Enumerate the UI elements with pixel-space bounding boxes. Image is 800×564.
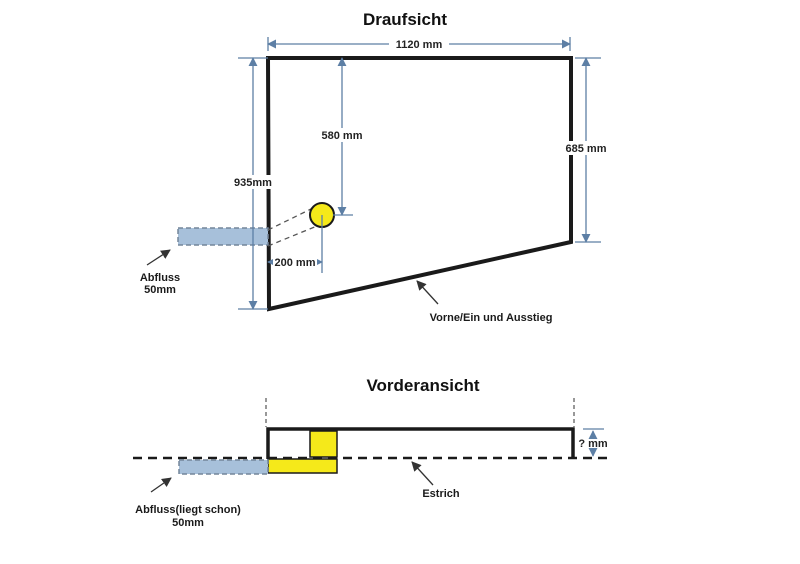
dim-height-right-label: 685 mm bbox=[566, 143, 607, 155]
dim-height-right: 685 mm bbox=[563, 57, 610, 243]
dim-height-unknown-label: ? mm bbox=[578, 438, 608, 450]
drain-callout-front-line2: 50mm bbox=[172, 517, 204, 529]
front-edge-callout: Vorne/Ein und Ausstieg bbox=[416, 280, 553, 324]
drain-callout-plan-line2: 50mm bbox=[144, 284, 176, 296]
dim-width-top: 1120 mm bbox=[267, 37, 571, 51]
dim-drain-from-left: 200 mm bbox=[267, 255, 323, 269]
front-view-title: Vorderansicht bbox=[366, 376, 479, 395]
pipe-connector-dash-bottom bbox=[267, 225, 318, 247]
basin-outline-front bbox=[266, 427, 575, 459]
front-view: Vorderansicht ? mm Estrich Abflus bbox=[133, 376, 608, 529]
drain-base-front bbox=[267, 458, 338, 474]
basin-outline-plan bbox=[265, 56, 573, 312]
screed-callout-label: Estrich bbox=[422, 488, 460, 500]
top-view-title: Draufsicht bbox=[363, 10, 447, 29]
front-edge-callout-label: Vorne/Ein und Ausstieg bbox=[430, 312, 553, 324]
screed-callout: Estrich bbox=[411, 461, 460, 500]
drain-pipe-front bbox=[178, 459, 269, 475]
drain-callout-plan-line1: Abfluss bbox=[140, 272, 180, 284]
drain-pipe-plan bbox=[177, 227, 269, 246]
dim-height-unknown: ? mm bbox=[578, 428, 608, 457]
dim-drain-from-top: 580 mm bbox=[318, 57, 366, 216]
drain-body-front bbox=[309, 430, 338, 458]
drain-callout-front-line1: Abfluss(liegt schon) bbox=[135, 504, 241, 516]
drain-callout-plan: Abfluss 50mm bbox=[140, 249, 180, 296]
dim-height-left-label: 935mm bbox=[234, 177, 272, 189]
pipe-connector-dash-top bbox=[267, 208, 312, 231]
dim-drain-from-left-label: 200 mm bbox=[275, 257, 316, 269]
drain-callout-front: Abfluss(liegt schon) 50mm bbox=[135, 477, 241, 529]
dim-width-top-label: 1120 mm bbox=[396, 39, 443, 51]
dim-height-left: 935mm bbox=[229, 57, 276, 310]
dim-drain-from-top-label: 580 mm bbox=[322, 130, 363, 142]
top-view: Draufsicht 1120 mm 685 mm bbox=[140, 10, 610, 324]
